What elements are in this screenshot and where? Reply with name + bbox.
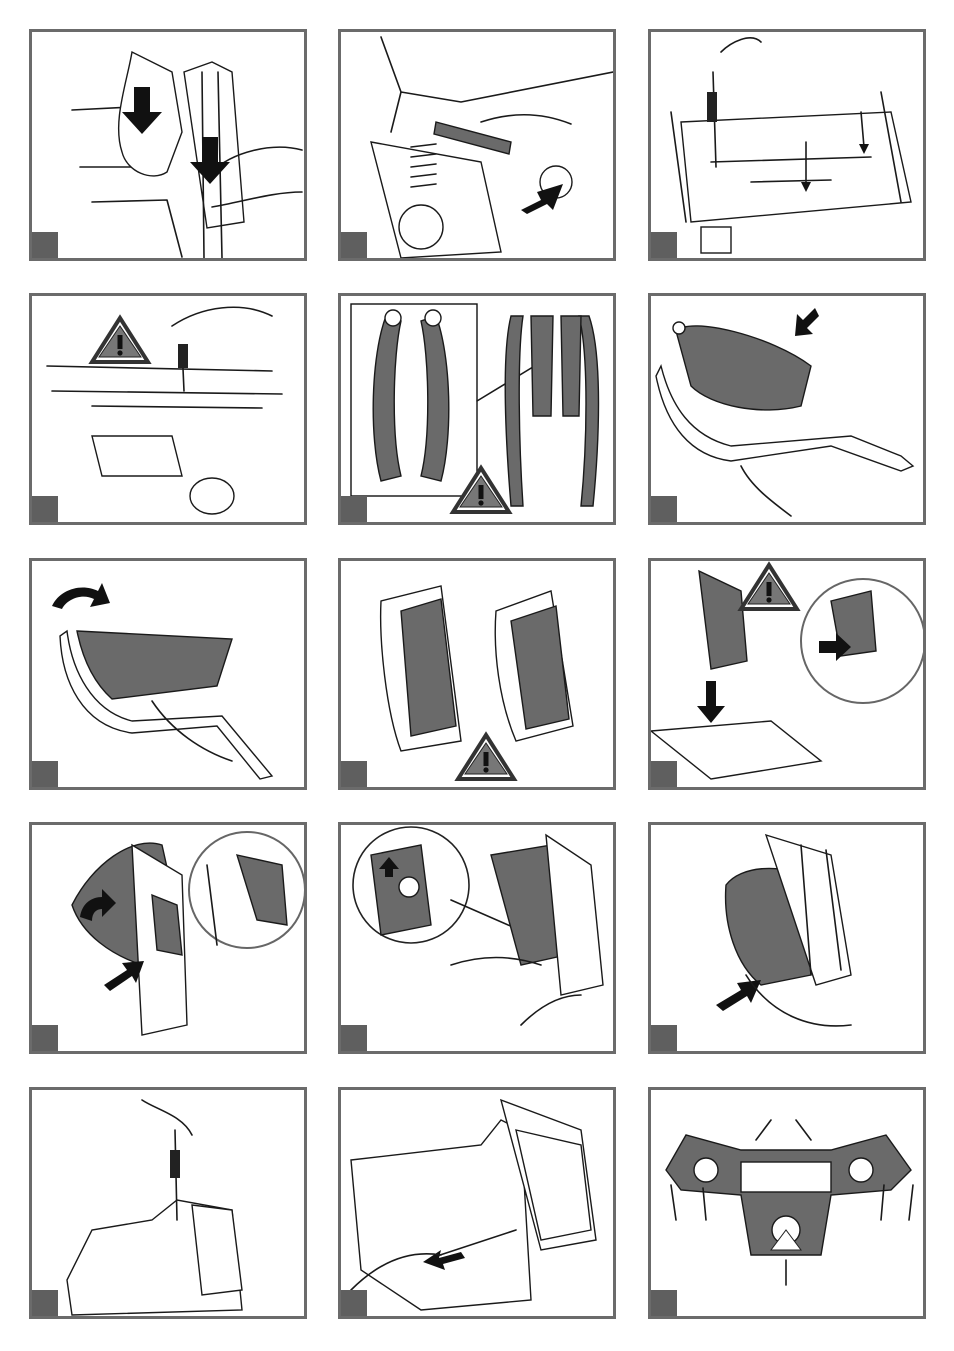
step-panel-7 [29, 558, 307, 790]
step-panel-14 [338, 1087, 616, 1319]
axle-icon [434, 122, 511, 154]
warning-icon [458, 735, 514, 779]
step-panel-15 [648, 1087, 926, 1319]
illustration-8 [341, 561, 613, 787]
push-down-arrow-icon [697, 681, 725, 723]
rotate-arrow-icon [52, 583, 110, 609]
step-badge [32, 1290, 58, 1316]
illustration-15 [651, 1090, 923, 1316]
warning-icon [92, 318, 148, 362]
step-panel-12 [648, 822, 926, 1054]
grille-icon [699, 571, 747, 669]
illustration-10 [32, 825, 304, 1051]
step-panel-4 [29, 293, 307, 525]
frame-bar-icon [505, 316, 523, 506]
warning-icon [741, 565, 797, 609]
step-badge [341, 1025, 367, 1051]
illustration-5 [341, 296, 613, 522]
step-panel-13 [29, 1087, 307, 1319]
step-panel-11 [338, 822, 616, 1054]
step-badge [341, 761, 367, 787]
frame-bar-icon [579, 316, 599, 506]
illustration-7 [32, 561, 304, 787]
step-badge [651, 1290, 677, 1316]
step-badge [651, 761, 677, 787]
step-badge [32, 1025, 58, 1051]
step-panel-9 [648, 558, 926, 790]
step-badge [341, 496, 367, 522]
push-arrow-icon [716, 980, 761, 1011]
illustration-13 [32, 1090, 304, 1316]
grille-icon [401, 599, 456, 736]
grille-icon [676, 326, 811, 410]
illustration-2 [341, 32, 613, 258]
step-badge [341, 1290, 367, 1316]
step-badge [651, 232, 677, 258]
illustration-9 [651, 561, 923, 787]
illustration-1 [32, 32, 304, 258]
step-badge [32, 232, 58, 258]
zoom-detail-icon [189, 832, 304, 948]
step-panel-2 [338, 29, 616, 261]
illustration-6 [651, 296, 923, 522]
illustration-14 [341, 1090, 613, 1316]
push-down-arrow-icon [795, 308, 819, 336]
step-panel-8 [338, 558, 616, 790]
step-badge [651, 496, 677, 522]
illustration-11 [341, 825, 613, 1051]
step-panel-6 [648, 293, 926, 525]
step-badge [32, 496, 58, 522]
step-panel-10 [29, 822, 307, 1054]
push-arrow-icon [104, 961, 144, 991]
illustration-12 [651, 825, 923, 1051]
step-badge [651, 1025, 677, 1051]
illustration-4 [32, 296, 304, 522]
step-badge [341, 232, 367, 258]
step-panel-5 [338, 293, 616, 525]
illustration-3 [651, 32, 923, 258]
step-panel-3 [648, 29, 926, 261]
step-badge [32, 761, 58, 787]
step-panel-1 [29, 29, 307, 261]
grille-icon [77, 631, 232, 699]
